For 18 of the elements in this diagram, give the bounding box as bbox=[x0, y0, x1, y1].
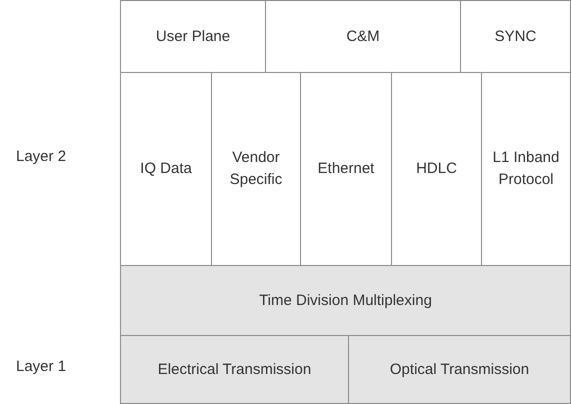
layer-band bbox=[348, 335, 571, 404]
box-label: Ethernet bbox=[318, 159, 374, 180]
box-label: L1 Inband Protocol bbox=[492, 148, 560, 190]
protocol-box bbox=[120, 0, 266, 73]
box-label: Optical Transmission bbox=[390, 360, 530, 380]
layer-label: Layer 2 bbox=[16, 148, 66, 165]
box-label: Vendor Specific bbox=[228, 148, 284, 190]
box-label: User Plane bbox=[156, 26, 230, 47]
box-label: C&M bbox=[346, 26, 380, 47]
protocol-box bbox=[460, 0, 571, 73]
layer-band bbox=[120, 335, 349, 404]
box-label: HDLC bbox=[416, 159, 457, 180]
box-label: IQ Data bbox=[140, 159, 192, 180]
layer-label: Layer 1 bbox=[16, 358, 66, 375]
box-label: Electrical Transmission bbox=[158, 360, 312, 380]
layer-band bbox=[120, 265, 571, 336]
box-label: Time Division Multiplexing bbox=[259, 290, 432, 311]
box-label: SYNC bbox=[494, 26, 536, 47]
